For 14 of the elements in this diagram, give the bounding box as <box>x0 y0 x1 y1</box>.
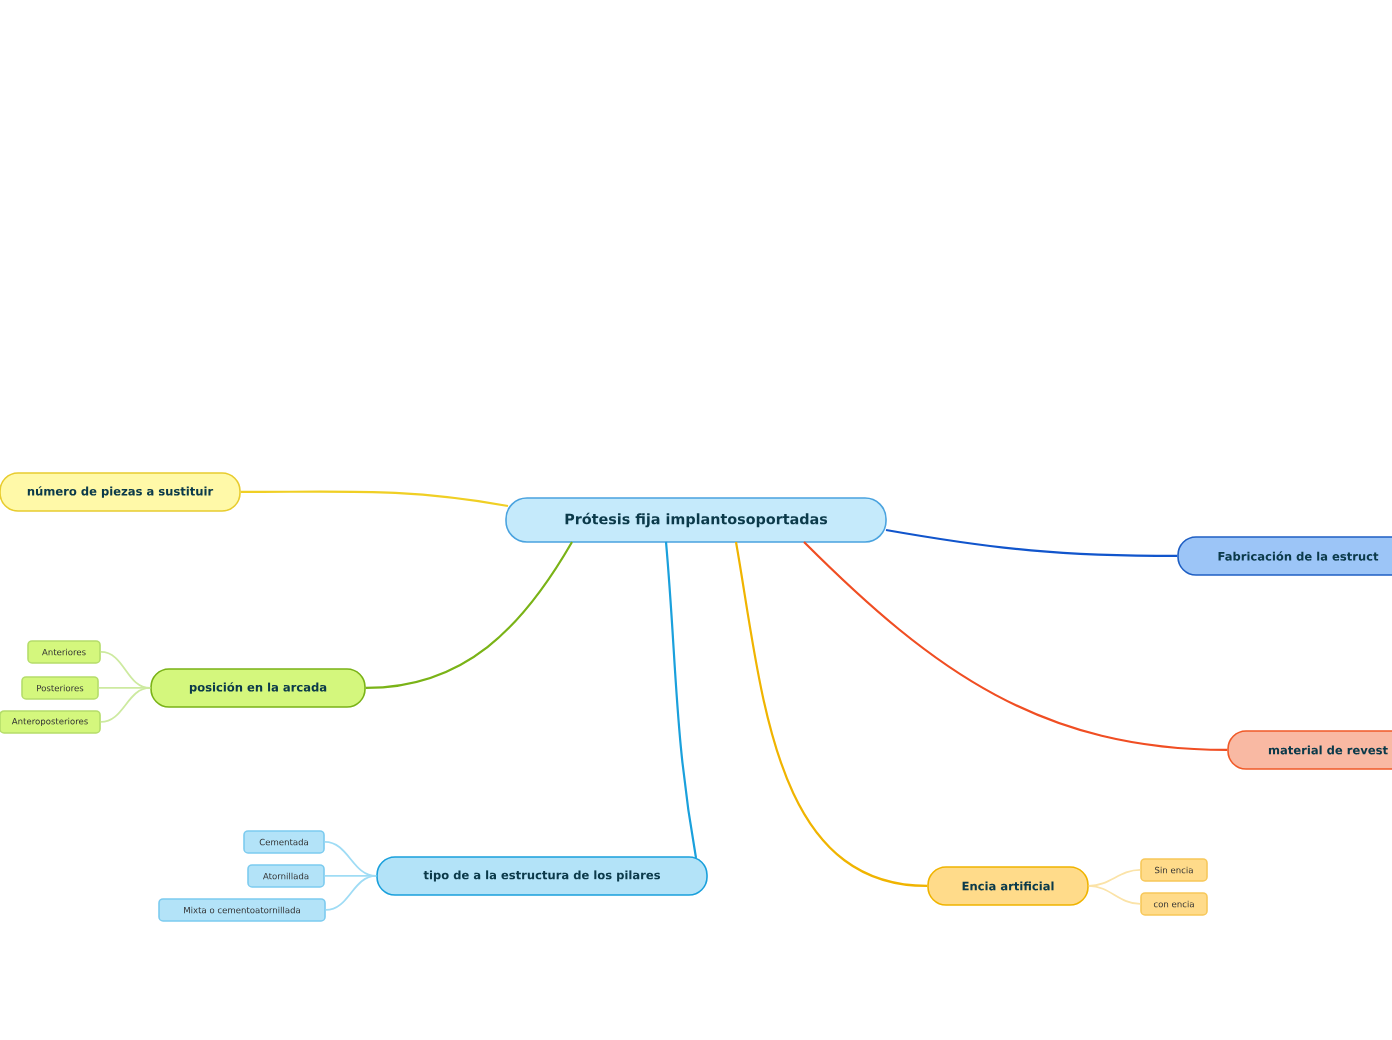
connector <box>323 841 378 877</box>
connector <box>1087 885 1142 905</box>
connector <box>99 687 152 723</box>
connector <box>664 541 698 859</box>
connector <box>734 541 928 888</box>
connector <box>97 687 152 689</box>
connector <box>803 541 1228 752</box>
connector <box>1087 869 1142 887</box>
connector <box>240 490 509 508</box>
connector <box>365 541 573 690</box>
connector <box>324 875 378 911</box>
connector <box>323 875 378 877</box>
connector <box>99 651 152 689</box>
connector <box>885 528 1178 558</box>
